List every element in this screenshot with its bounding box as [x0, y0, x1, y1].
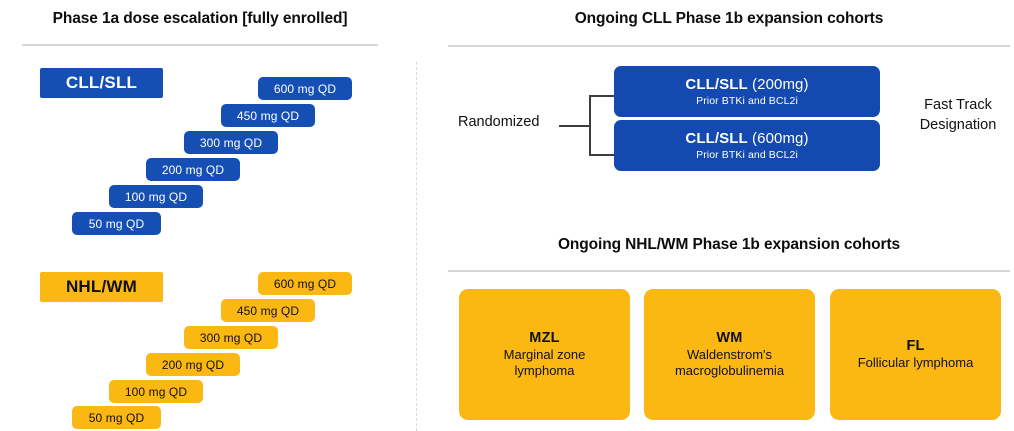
cohort-box-cll-600mg: CLL/SLL (600mg) Prior BTKi and BCL2i: [614, 120, 880, 171]
randomized-label: Randomized: [458, 114, 540, 130]
phase-1b-panel: Ongoing CLL Phase 1b expansion cohorts R…: [416, 0, 1014, 431]
cohort-dose-200mg: (200mg): [752, 75, 809, 93]
disease-name-wm-line2: macroglobulinemia: [674, 363, 785, 378]
cohort-title-200mg: CLL/SLL (200mg): [685, 76, 808, 93]
disease-name-mzl-line1: Marginal zone: [503, 346, 586, 362]
cohort-name-600mg: CLL/SLL: [685, 129, 748, 147]
fast-track-line2: Designation: [919, 116, 997, 133]
disease-name-fl-line1: Follicular lymphoma: [857, 354, 974, 370]
dose-box-cll-100: 100 mg QD: [109, 185, 203, 208]
dose-box-nhl-200: 200 mg QD: [146, 353, 240, 376]
fast-track-line1: Fast Track: [924, 97, 992, 113]
disease-name-mzl: Marginal zone lymphoma: [504, 347, 586, 380]
cll-expansion-heading-rule: [448, 45, 1010, 47]
disease-abbr-wm: WM: [716, 329, 743, 346]
dose-box-nhl-300: 300 mg QD: [184, 326, 278, 349]
group-label-cll-sll: CLL/SLL: [40, 68, 163, 98]
dose-box-cll-200: 200 mg QD: [146, 158, 240, 181]
dose-box-nhl-50: 50 mg QD: [72, 406, 161, 429]
cll-expansion-heading: Ongoing CLL Phase 1b expansion cohorts: [574, 10, 884, 27]
connector-vertical: [589, 95, 591, 156]
connector-arm-top: [589, 95, 617, 97]
dose-box-nhl-100: 100 mg QD: [109, 380, 203, 403]
group-label-nhl-wm: NHL/WM: [40, 272, 163, 302]
disease-name-mzl-line2: lymphoma: [514, 363, 575, 378]
disease-card-fl: FL Follicular lymphoma: [830, 289, 1001, 420]
panel-divider: [416, 62, 417, 431]
dose-box-cll-600: 600 mg QD: [258, 77, 352, 100]
phase-1a-panel: Phase 1a dose escalation [fully enrolled…: [0, 0, 416, 431]
disease-card-mzl: MZL Marginal zone lymphoma: [459, 289, 630, 420]
nhl-expansion-heading-rule: [448, 270, 1010, 272]
fast-track-designation-label: Fast Track Designation: [904, 96, 1012, 135]
disease-abbr-fl: FL: [906, 337, 925, 354]
disease-name-wm: Waldenstrom's macroglobulinemia: [675, 347, 784, 380]
disease-card-wm: WM Waldenstrom's macroglobulinemia: [644, 289, 815, 420]
dose-box-cll-50: 50 mg QD: [72, 212, 161, 235]
disease-abbr-mzl: MZL: [529, 329, 560, 346]
cohort-title-600mg: CLL/SLL (600mg): [685, 130, 808, 147]
disease-name-fl: Follicular lymphoma: [858, 355, 974, 371]
disease-name-wm-line1: Waldenstrom's: [686, 346, 773, 362]
cohort-subtitle-200mg: Prior BTKi and BCL2i: [696, 95, 798, 108]
dose-box-cll-450: 450 mg QD: [221, 104, 315, 127]
cohort-subtitle-600mg: Prior BTKi and BCL2i: [696, 149, 798, 162]
dose-box-nhl-600: 600 mg QD: [258, 272, 352, 295]
dose-box-nhl-450: 450 mg QD: [221, 299, 315, 322]
dose-box-cll-300: 300 mg QD: [184, 131, 278, 154]
nhl-expansion-heading: Ongoing NHL/WM Phase 1b expansion cohort…: [557, 236, 901, 253]
cohort-dose-600mg: (600mg): [752, 129, 809, 147]
connector-arm-bottom: [589, 154, 617, 156]
cohort-box-cll-200mg: CLL/SLL (200mg) Prior BTKi and BCL2i: [614, 66, 880, 117]
phase-1a-heading-rule: [22, 44, 378, 46]
cohort-name-200mg: CLL/SLL: [685, 75, 748, 93]
connector-stem: [559, 125, 590, 127]
phase-1a-heading: Phase 1a dose escalation [fully enrolled…: [52, 10, 348, 27]
